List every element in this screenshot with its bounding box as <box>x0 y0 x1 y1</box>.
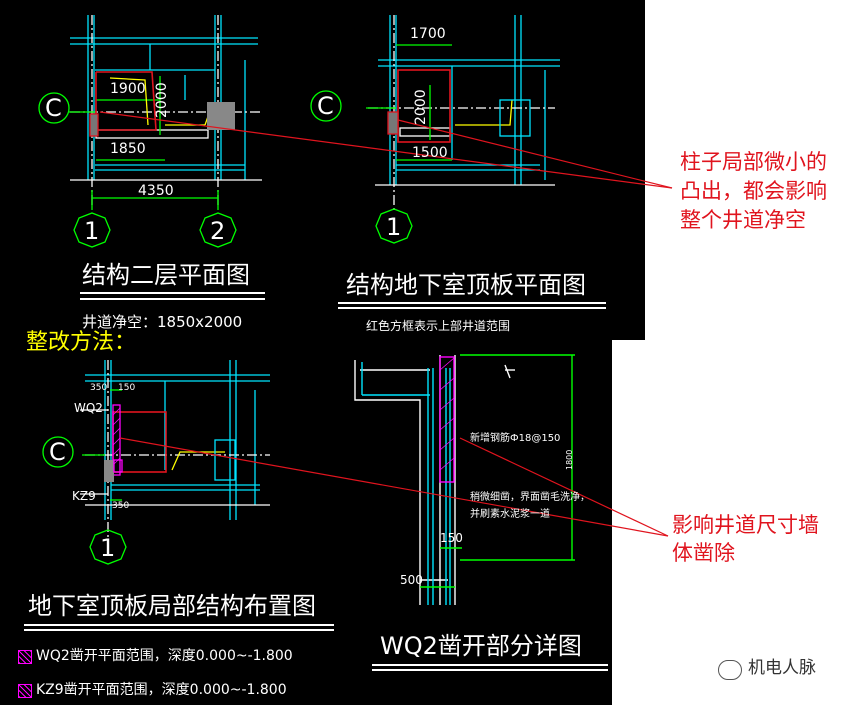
note-plaster-1: 稍微细凿，界面凿毛洗净， <box>470 492 590 503</box>
detail-top-note: 红色方框表示上部井道范围 <box>366 319 511 333</box>
title-underline-bottom-right-2 <box>372 669 608 671</box>
grid-bubble-c-bottom-left: C <box>49 438 66 466</box>
bottom-left-plan <box>42 360 270 565</box>
top-left-plan <box>38 15 262 248</box>
title-underline-top-right-2 <box>338 307 606 309</box>
wechat-icon <box>718 660 742 680</box>
dim-350-bottom: 350 <box>112 501 130 511</box>
dim-150-top: 150 <box>118 383 136 393</box>
grid-bubble-c-top-left: C <box>45 94 62 122</box>
dim-2000-vertical-right: 2000 <box>413 89 429 125</box>
dim-1800: 1800 <box>565 449 574 470</box>
grid-bubble-2-top-left: 2 <box>210 217 226 245</box>
title-underline-top-left <box>80 292 265 294</box>
title-underline-top-left-2 <box>80 298 265 300</box>
note-plaster-2: 并刷素水泥浆一道 <box>470 509 550 520</box>
title-underline-bottom-right <box>372 664 608 666</box>
watermark-text: 机电人脉 <box>748 658 816 678</box>
callout-column-protrusion-line2: 凸出，都会影响 <box>680 179 827 203</box>
title-bottom-left: 地下室顶板局部结构布置图 <box>28 592 316 620</box>
note-new-rebar: 新增钢筋Ф18@150 <box>470 433 561 444</box>
rectification-heading: 整改方法： <box>26 330 137 355</box>
dim-350-top: 350 <box>90 383 108 393</box>
dim-150-detail: 150 <box>440 531 463 545</box>
dim-1700: 1700 <box>410 26 446 42</box>
title-underline-bottom-left-2 <box>24 629 334 631</box>
title-top-right: 结构地下室顶板平面图 <box>346 271 586 299</box>
label-wq2: WQ2 <box>74 401 103 415</box>
grid-bubble-1-top-left: 1 <box>84 217 100 245</box>
callout-wall-removal-line1: 影响井道尺寸墙 <box>672 513 819 537</box>
callout-column-protrusion-line3: 整个井道净空 <box>680 208 806 232</box>
dim-1500: 1500 <box>412 145 448 161</box>
grid-bubble-1-top-right: 1 <box>386 213 402 241</box>
top-right-plan <box>310 15 560 244</box>
dim-2000-vertical: 2000 <box>154 82 170 118</box>
legend-swatch-kz9 <box>18 684 32 698</box>
dim-1900: 1900 <box>110 81 146 97</box>
callout-column-protrusion-line1: 柱子局部微小的 <box>680 150 827 174</box>
dim-4350: 4350 <box>138 183 174 199</box>
wall-section-detail <box>354 354 575 605</box>
title-underline-top-right <box>338 302 606 304</box>
grid-bubble-1-bottom-left: 1 <box>100 534 116 562</box>
grid-bubble-c-top-right: C <box>317 92 334 120</box>
title-top-left: 结构二层平面图 <box>82 261 250 289</box>
dim-1850: 1850 <box>110 141 146 157</box>
legend-wq2: WQ2凿开平面范围，深度0.000~-1.800 <box>36 648 293 664</box>
title-underline-bottom-left <box>24 624 334 626</box>
legend-swatch-wq2 <box>18 650 32 664</box>
label-kz9: KZ9 <box>72 489 96 503</box>
dim-500-detail: 500 <box>400 573 423 587</box>
panel-bottom <box>0 340 612 705</box>
legend-kz9: KZ9凿开平面范围，深度0.000~-1.800 <box>36 682 287 698</box>
callout-wall-removal-line2: 体凿除 <box>672 541 735 565</box>
title-bottom-right: WQ2凿开部分详图 <box>380 632 582 660</box>
shaft-clearance-note: 井道净空：1850x2000 <box>82 313 243 331</box>
callout-leaders <box>99 111 673 537</box>
